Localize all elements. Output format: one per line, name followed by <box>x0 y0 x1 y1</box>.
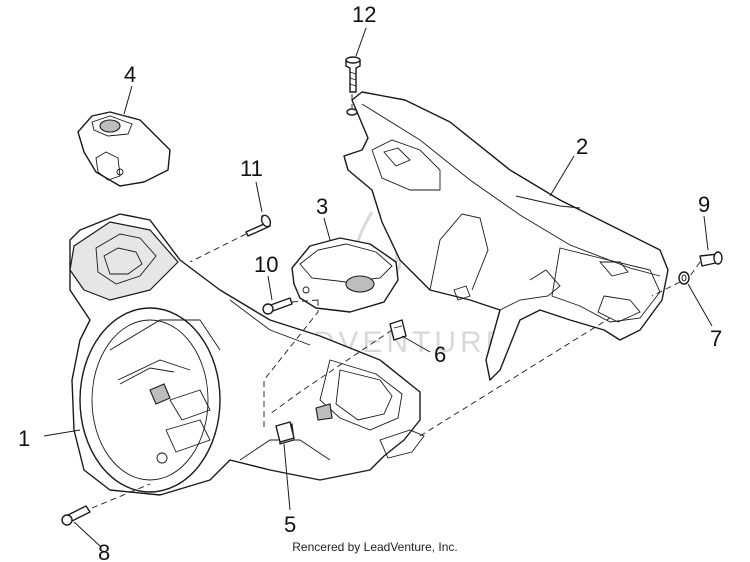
leader-lines <box>43 27 713 547</box>
part-5-clip <box>275 421 295 443</box>
part-11-screw <box>245 214 272 237</box>
part-4-cap <box>77 111 171 187</box>
callout-6: 6 <box>434 342 446 367</box>
callout-4: 4 <box>124 62 136 87</box>
callout-11: 11 <box>240 156 263 181</box>
callout-2: 2 <box>576 134 588 159</box>
callout-12: 12 <box>352 2 376 27</box>
part-8-screw <box>61 505 91 526</box>
callout-7: 7 <box>710 326 722 351</box>
callout-1: 1 <box>18 426 30 451</box>
part-3-switch-cover <box>291 237 399 313</box>
assembly-lines <box>91 94 701 509</box>
callout-3: 3 <box>316 194 328 219</box>
callout-10: 10 <box>254 252 278 277</box>
rendered-by-credit: Rencered by LeadVenture, Inc. <box>292 540 458 554</box>
part-6-clip <box>389 319 407 341</box>
part-10-screw <box>262 297 293 315</box>
part-9-screw <box>699 251 723 267</box>
part-2-rear-cover <box>343 91 669 381</box>
part-12-screw <box>345 56 361 116</box>
callout-5: 5 <box>284 512 296 537</box>
callout-8: 8 <box>98 540 110 562</box>
part-1-front-cover <box>69 213 425 496</box>
callout-9: 9 <box>698 192 710 217</box>
part-7-washer <box>678 271 690 285</box>
